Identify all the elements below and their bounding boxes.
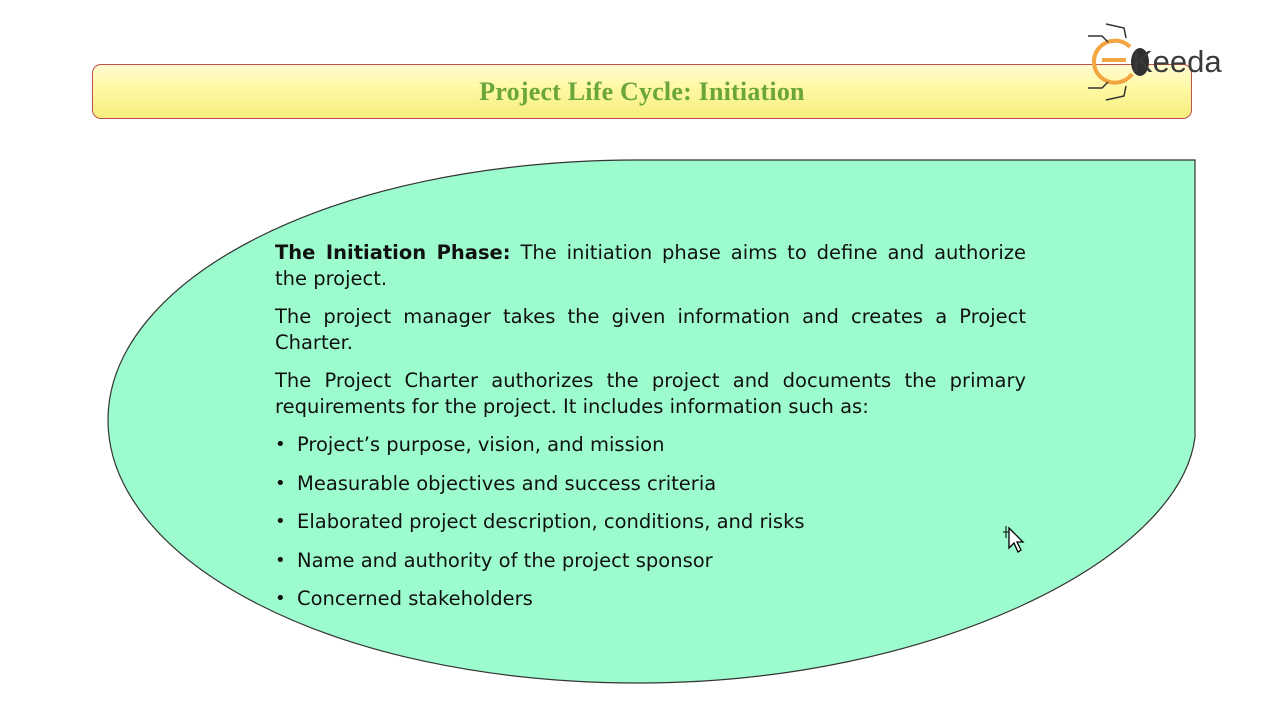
bullet-icon: •: [275, 511, 286, 532]
list-item: • Elaborated project description, conditi…: [275, 509, 1026, 548]
charter-info-list: •Project’s purpose, vision, and mission …: [275, 432, 1026, 625]
list-item-text: Project’s purpose, vision, and mission: [297, 433, 665, 456]
intro-text: The initiation phase aims to define and …: [275, 241, 1026, 290]
content-text-block: The Initiation Phase: The initiation pha…: [275, 240, 1026, 625]
bullet-icon: •: [275, 549, 286, 571]
ekeeda-logo-icon: [1088, 23, 1149, 101]
intro-paragraph: The Initiation Phase: The initiation pha…: [275, 240, 1026, 292]
slide-title: Project Life Cycle: Initiation: [479, 76, 805, 106]
bullet-icon: •: [275, 472, 286, 494]
intro-label: The Initiation Phase:: [275, 241, 511, 264]
list-item: • Name and authority of the project spons…: [275, 548, 1026, 587]
list-item-text: Concerned stakeholders: [297, 587, 533, 610]
bullet-icon: •: [275, 434, 286, 455]
charter-description-paragraph: The Project Charter authorizes the proje…: [275, 369, 1026, 418]
list-item: • Project’s purpose, vision, and mission: [275, 432, 1026, 471]
charter-creation-paragraph: The project manager takes the given info…: [275, 305, 1026, 354]
mouse-cursor-icon: [1003, 526, 1025, 553]
slide-title-bar: Project Life Cycle: Initiation: [92, 64, 1192, 119]
list-item-text: Name and authority of the project sponso…: [297, 548, 713, 572]
list-item: • Concerned stakeholders: [275, 586, 1026, 625]
list-item-text: Measurable objectives and success criter…: [297, 471, 717, 495]
list-item-text: Elaborated project description, conditio…: [297, 510, 805, 533]
list-item: • Measurable objectives and success crite…: [275, 471, 1026, 510]
logo-wordmark: Keeda: [1132, 44, 1222, 79]
bullet-icon: •: [275, 588, 286, 609]
